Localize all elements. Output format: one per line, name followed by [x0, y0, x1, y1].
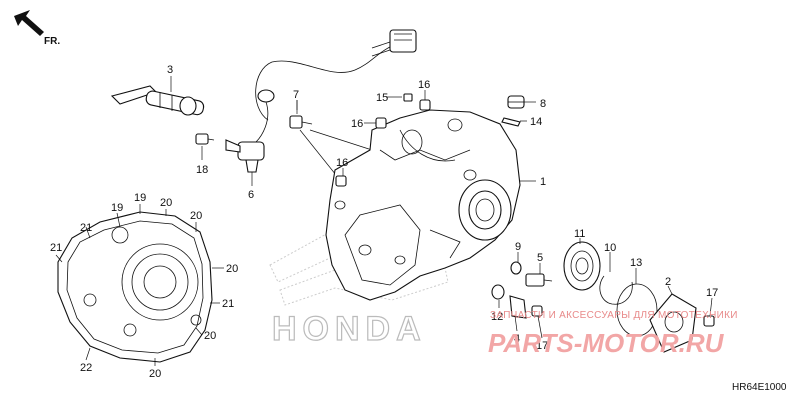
callout-leaders: [170, 76, 713, 339]
bolt-part-7: [289, 115, 313, 129]
callout-22: 22: [80, 362, 92, 374]
callout-20-lower-right: 20: [204, 330, 216, 342]
callout-20-top: 20: [160, 197, 172, 209]
callout-20-right: 20: [226, 263, 238, 275]
callout-21-left: 21: [50, 242, 62, 254]
gasket-part: [57, 211, 213, 363]
sensor-part-5: [525, 273, 553, 287]
store-watermark-site: PARTS-MOTOR.RU: [488, 328, 725, 358]
callout-18: 18: [196, 164, 208, 176]
callout-1: 1: [540, 176, 546, 188]
callout-21-right: 21: [222, 298, 234, 310]
callout-16-mid: 16: [351, 118, 363, 130]
bolt-part-18: [195, 133, 215, 145]
store-watermark-headline: ЗАПЧАСТИ И АКСЕССУАРЫ ДЛЯ МОТОТЕХНИКИ: [490, 310, 738, 321]
callout-4: 4: [514, 333, 520, 345]
callout-5: 5: [537, 252, 543, 264]
callout-17-left: 17: [536, 340, 548, 352]
clip-part-14: [501, 117, 521, 127]
callout-13: 13: [630, 257, 642, 269]
front-direction-label: FR.: [44, 36, 60, 47]
callout-20-bottom: 20: [149, 368, 161, 380]
callout-15: 15: [376, 92, 388, 104]
callout-9: 9: [515, 241, 521, 253]
rear-crankcase-cover-part: [325, 109, 521, 301]
callout-8: 8: [540, 98, 546, 110]
callout-16-top: 16: [418, 79, 430, 91]
circlip-part-10: [599, 275, 633, 305]
part-15: [403, 93, 413, 102]
washer-part-9: [510, 261, 522, 275]
cap-part-2: [649, 293, 697, 353]
gasket-leaders: [55, 204, 224, 366]
callout-19-right: 19: [134, 192, 146, 204]
callout-10: 10: [604, 242, 616, 254]
dowel-pin-16c: [335, 175, 347, 187]
dowel-pin-16b: [375, 117, 387, 129]
callout-3: 3: [167, 64, 173, 76]
o-ring-part-13: [616, 283, 658, 337]
bolt-part-17b: [703, 315, 715, 327]
callout-11: 11: [574, 228, 585, 240]
callout-16-low: 16: [336, 157, 348, 169]
callout-12: 12: [491, 311, 503, 323]
callout-6: 6: [248, 189, 254, 201]
callout-17-right: 17: [706, 287, 718, 299]
callout-7: 7: [293, 89, 299, 101]
plate-part-4: [509, 295, 527, 319]
honda-watermark-text: HONDA: [272, 310, 427, 348]
callout-19-left: 19: [111, 202, 123, 214]
bearing-part-11: [563, 241, 601, 291]
dowel-pin-16a: [419, 99, 431, 111]
callout-2: 2: [665, 276, 671, 288]
sensor-harness-part: [225, 29, 417, 173]
washer-part-12: [491, 284, 505, 300]
bolt-part-17a: [531, 305, 543, 317]
callout-14: 14: [530, 116, 542, 128]
plug-part-8: [507, 95, 525, 109]
diagram-code: HR64E1000: [732, 382, 787, 393]
shift-spindle-part: [110, 85, 205, 116]
callout-20-upper-right: 20: [190, 210, 202, 222]
front-direction-arrow-icon: [14, 10, 44, 36]
